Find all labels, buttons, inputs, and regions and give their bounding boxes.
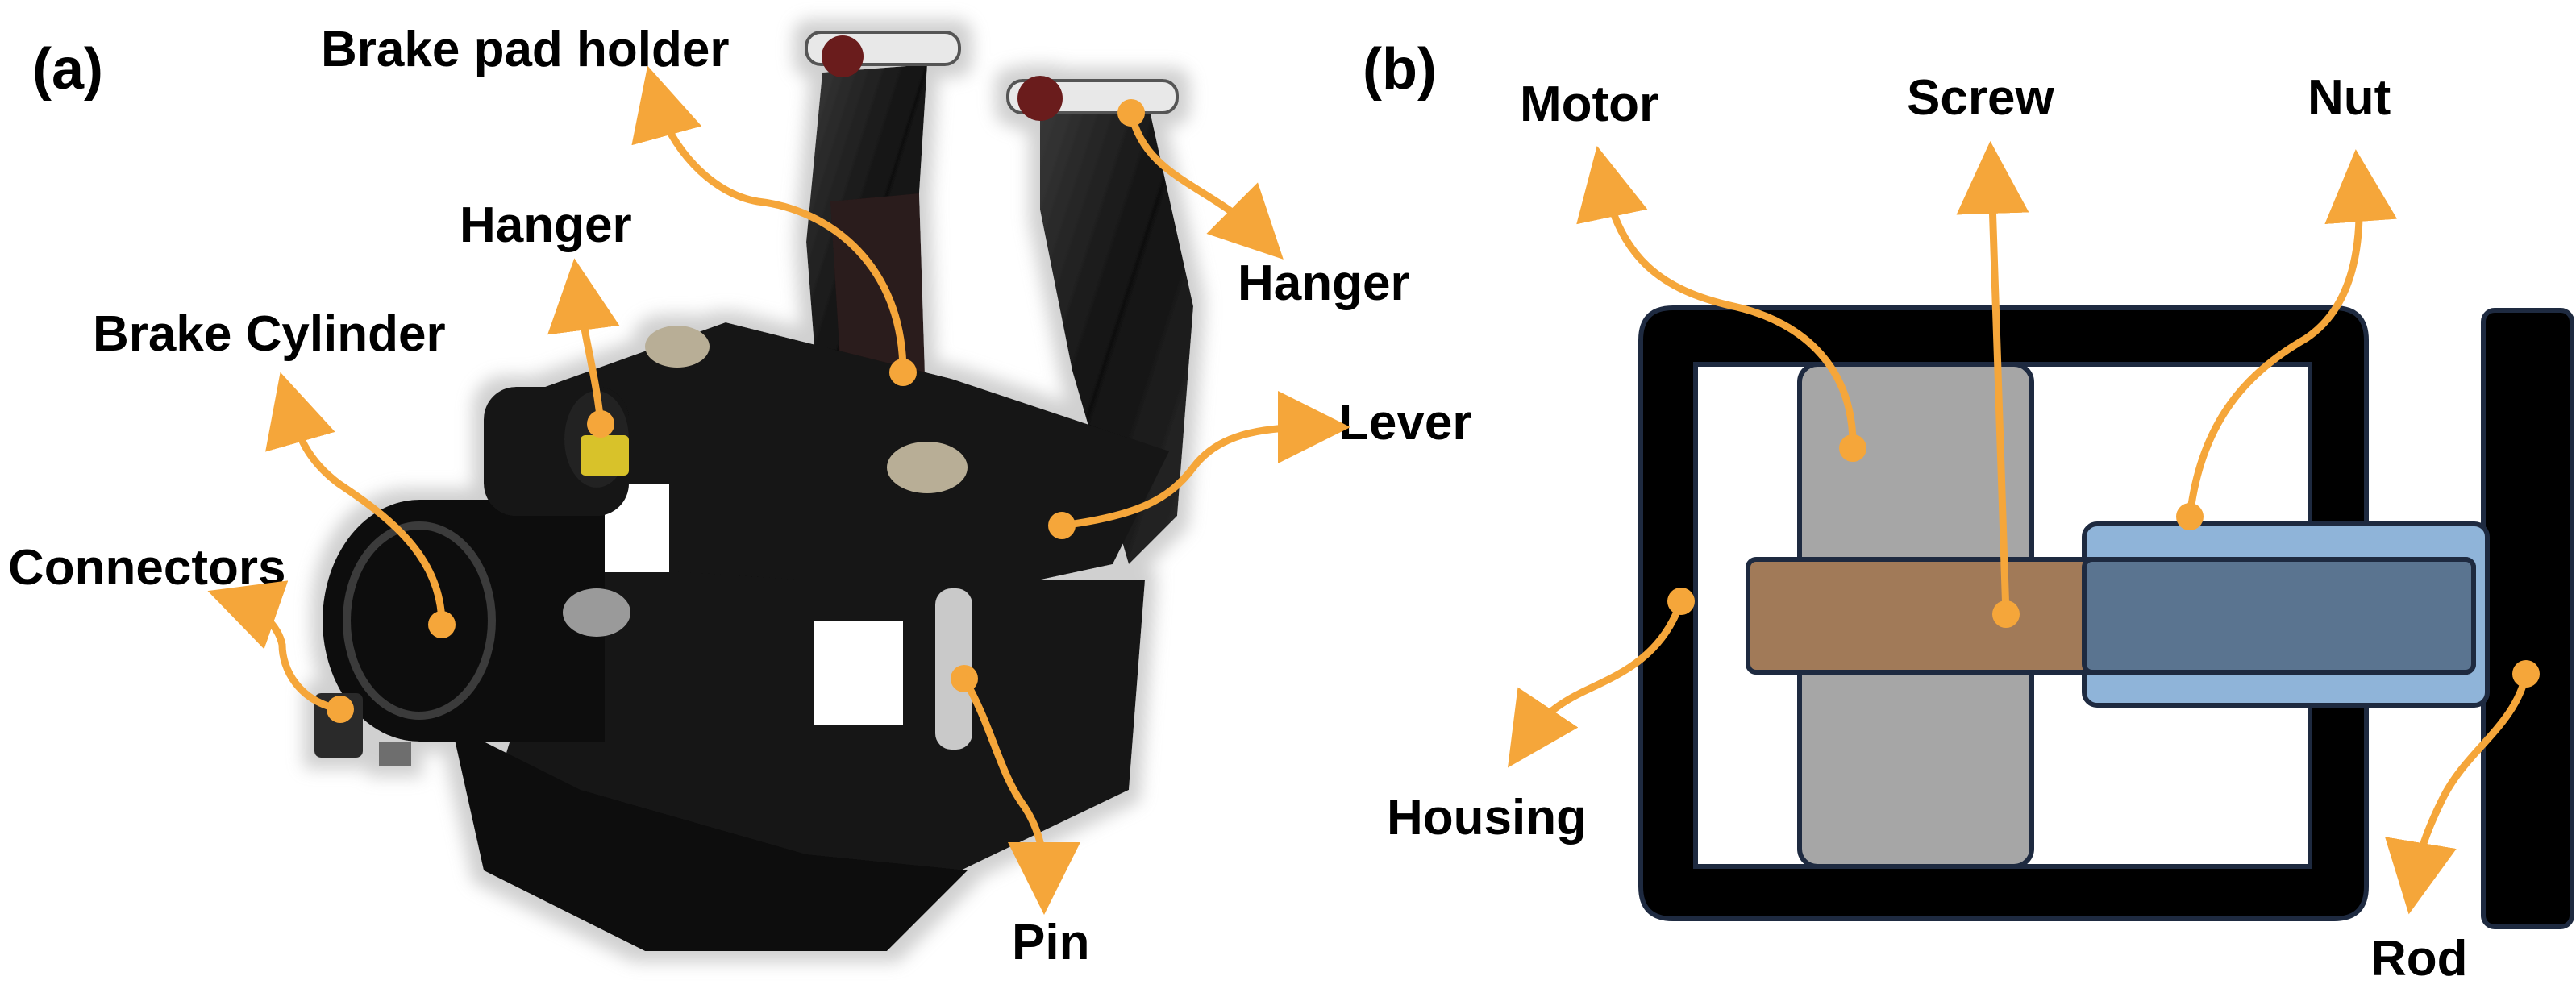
panel-a-callouts	[207, 65, 1350, 915]
lower-frame	[500, 564, 1145, 895]
label-motor: Motor	[1520, 77, 1658, 132]
label-hanger-left: Hanger	[460, 197, 632, 253]
label-nut: Nut	[2308, 70, 2391, 126]
label-brake-cylinder: Brake Cylinder	[93, 306, 446, 362]
frame-window-center	[814, 621, 903, 725]
nut-inner	[2082, 557, 2476, 675]
arrow-screw	[1956, 141, 2029, 618]
panel-a-tag: (a)	[32, 37, 103, 102]
panel-b-tag: (b)	[1363, 37, 1437, 102]
right-hanger-arm	[1040, 89, 1193, 564]
connector-tab	[379, 742, 411, 766]
pin-shaft	[935, 588, 972, 750]
bolt-top	[645, 326, 710, 368]
arrow-motor	[1576, 145, 1857, 452]
label-rod: Rod	[2370, 931, 2468, 987]
arrow-housing	[1508, 597, 1685, 768]
label-screw: Screw	[1907, 70, 2054, 126]
panel-b: (b) Motor Screw Nut Housing Rod	[1363, 37, 2574, 987]
brake-cylinder-rim	[343, 521, 496, 720]
label-brake-pad-holder: Brake pad holder	[321, 22, 729, 77]
bolt-lever	[887, 442, 968, 493]
left-hanger-bushing	[822, 35, 864, 77]
label-connectors: Connectors	[8, 540, 285, 596]
brake-caliper-illustration	[314, 31, 1193, 951]
arrow-nut	[2186, 149, 2398, 521]
caliper-base	[452, 725, 968, 951]
housing-frame	[1638, 305, 2369, 921]
label-hanger-right: Hanger	[1238, 255, 1410, 311]
arrow-hanger-left	[547, 258, 620, 428]
arrow-hanger-right	[1127, 109, 1284, 260]
arrow-lever	[1058, 391, 1350, 530]
label-lever: Lever	[1338, 395, 1471, 451]
panel-a: (a)	[8, 22, 1471, 970]
label-housing: Housing	[1387, 790, 1587, 845]
arrow-brake-pad-holder	[631, 65, 907, 376]
bolt-front	[563, 588, 630, 637]
arrow-connectors	[207, 580, 344, 713]
panel-b-callouts	[1508, 141, 2540, 915]
label-pin: Pin	[1012, 915, 1089, 970]
arrow-rod	[2385, 670, 2530, 915]
arrow-brake-cylinder	[265, 372, 446, 629]
rod-bar	[2481, 308, 2574, 929]
arrow-pin	[960, 675, 1080, 915]
yellow-clip	[581, 435, 629, 476]
right-hanger-bushing	[1017, 76, 1063, 121]
